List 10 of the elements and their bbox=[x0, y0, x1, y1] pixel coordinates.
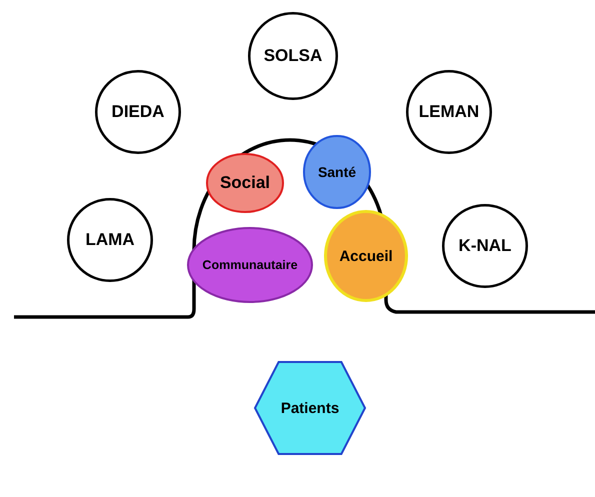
node-label: SOLSA bbox=[264, 46, 322, 66]
node-label: Communautaire bbox=[202, 258, 298, 272]
node-label: Accueil bbox=[339, 248, 393, 264]
node-label: DIEDA bbox=[112, 102, 164, 122]
node-label: Social bbox=[220, 173, 270, 193]
node-label: LEMAN bbox=[418, 102, 480, 122]
node-label: K-NAL bbox=[458, 236, 512, 256]
node-label: Patients bbox=[280, 400, 340, 416]
node-label: Santé bbox=[318, 164, 356, 180]
node-label: LAMA bbox=[85, 230, 135, 250]
